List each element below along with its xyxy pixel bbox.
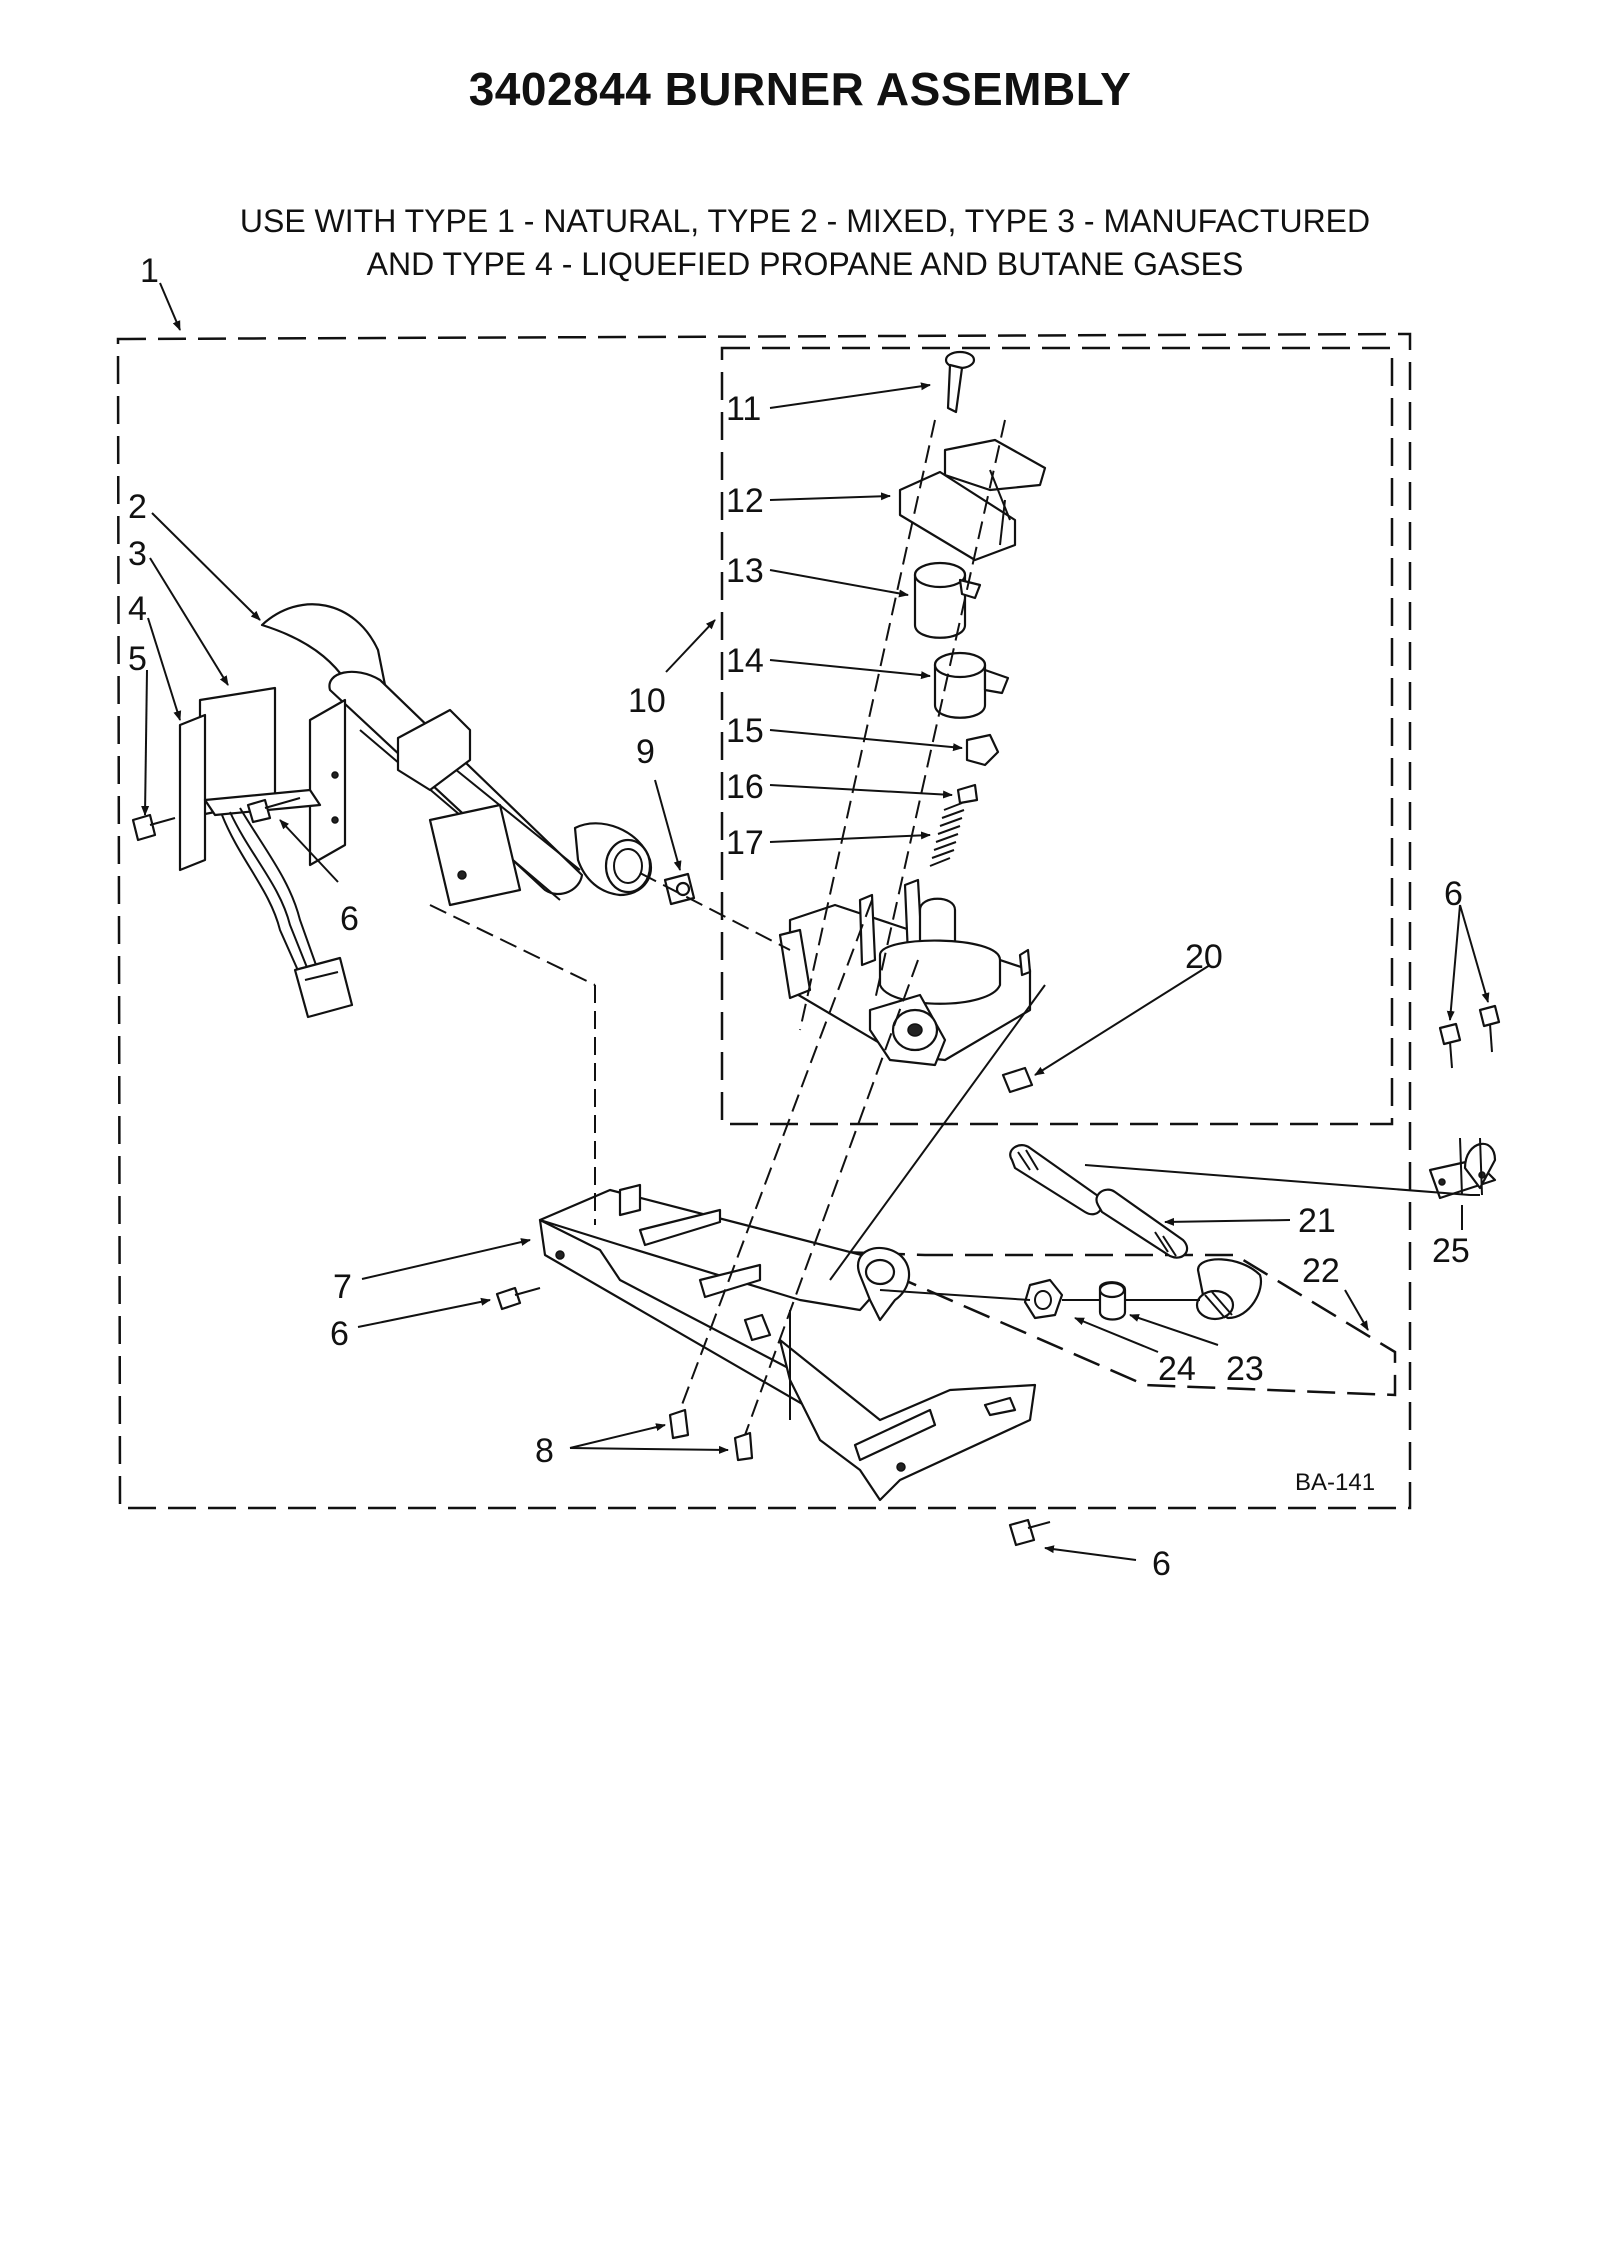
callout-3: 3: [128, 535, 147, 573]
callout-6-clamp: 6: [1444, 875, 1463, 913]
callout-4: 4: [128, 590, 147, 628]
screw-left-5: [131, 813, 176, 842]
callout-labels: 1 2 3 4 5 6 7 6 8 9 10 11 12 13 14 15 16…: [128, 252, 1470, 1583]
callout-25: 25: [1432, 1232, 1470, 1270]
callout-1: 1: [140, 252, 159, 290]
pipe-nipple: [1009, 1144, 1104, 1216]
callout-8: 8: [535, 1432, 554, 1470]
callout-20: 20: [1185, 938, 1223, 976]
callout-24: 24: [1158, 1350, 1196, 1388]
coil-14: [933, 651, 1010, 719]
callout-10: 10: [628, 682, 666, 720]
plunger-16: [956, 783, 979, 805]
callout-17: 17: [726, 824, 764, 862]
callout-23: 23: [1226, 1350, 1264, 1388]
coil-bracket-12: [898, 438, 1047, 562]
screw-8-left: [668, 1408, 690, 1440]
screw-base-6-left: [495, 1286, 541, 1311]
gas-type-note-line-2: AND TYPE 4 - LIQUEFIED PROPANE AND BUTAN…: [366, 246, 1244, 282]
burner-mount-bracket: [396, 708, 522, 907]
coil-screw-11: [944, 350, 976, 414]
callout-15: 15: [726, 712, 764, 750]
callout-9: 9: [636, 733, 655, 771]
valve-subassembly-boundary: [720, 346, 1394, 1126]
pipe-21: [1095, 1188, 1189, 1259]
wire-connector-20: [1001, 1066, 1034, 1094]
screw-base-6-bottom: [1008, 1518, 1051, 1547]
screw-left-6: [246, 797, 301, 824]
burner-mounting-base: [538, 1183, 1037, 1502]
callout-5: 5: [128, 640, 147, 678]
callout-6-base: 6: [330, 1315, 349, 1353]
assembly-centerlines: [429, 419, 1483, 1436]
gas-type-note-line-1: USE WITH TYPE 1 - NATURAL, TYPE 2 - MIXE…: [239, 203, 1371, 239]
callout-13: 13: [726, 552, 764, 590]
callout-6-left: 6: [340, 900, 359, 938]
callout-14: 14: [726, 642, 764, 680]
page-title: 3402844 BURNER ASSEMBLY: [468, 63, 1132, 115]
callout-11: 11: [726, 390, 761, 428]
callout-21: 21: [1298, 1202, 1336, 1240]
callout-6-bottom: 6: [1152, 1545, 1171, 1583]
spring-17: [929, 802, 965, 867]
burner-tube: [260, 603, 653, 901]
callout-7: 7: [333, 1268, 352, 1306]
callout-22: 22: [1302, 1252, 1340, 1290]
igniter-wire-harness: [221, 807, 354, 1019]
callout-2: 2: [128, 488, 147, 526]
adapter-23: [1098, 1281, 1127, 1321]
elbow-fitting: [1195, 1258, 1263, 1321]
nut-24: [1023, 1278, 1064, 1320]
coil-13: [913, 561, 982, 639]
screw-8-right: [733, 1431, 754, 1462]
plunger-nut-15: [965, 733, 1000, 767]
gas-valve-body: [778, 878, 1032, 1067]
callout-16: 16: [726, 768, 764, 806]
assembly-boundary-outline: [116, 332, 1412, 1510]
igniter-bracket: [178, 686, 347, 872]
drawing-code: BA-141: [1295, 1469, 1375, 1496]
leader-lines: [141, 282, 1490, 1561]
callout-12: 12: [726, 482, 764, 520]
clamp-screw-left: [1438, 1022, 1462, 1069]
clamp-screw-right: [1478, 1004, 1501, 1053]
